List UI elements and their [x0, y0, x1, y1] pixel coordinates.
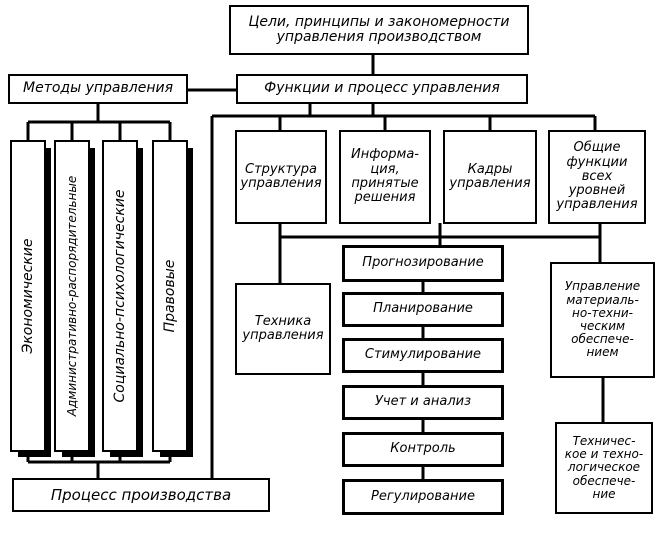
tech-line-3: логическое: [567, 460, 641, 475]
method-economic: Экономические: [10, 140, 51, 457]
goals-box: Цели, принципы и закономерности управлен…: [229, 5, 529, 55]
step-regulation: Регулирование: [342, 479, 504, 515]
step-accounting: Учет и анализ: [342, 385, 504, 420]
tech-line-1: Техничес-: [572, 434, 636, 449]
method-legal-label: Правовые: [162, 259, 178, 333]
method-administrative: Административно-распорядительные: [54, 140, 95, 457]
general-line-2: функции: [566, 154, 628, 170]
personnel-line-2: управления: [449, 176, 531, 191]
step-stimulation-label: Стимулирование: [364, 347, 482, 363]
structure-box: Структура управления: [235, 130, 327, 224]
info-box: Информа- ция, принятые решения: [339, 130, 431, 224]
material-line-4: ческим: [579, 319, 626, 333]
production-box: Процесс производства: [12, 478, 270, 512]
structure-line-1: Структура: [245, 161, 317, 177]
method-economic-label: Экономические: [20, 238, 36, 354]
method-social: Социально-психологические: [102, 140, 143, 457]
general-line-3: всех: [581, 168, 613, 184]
general-line-5: управления: [556, 197, 638, 213]
method-social-label: Социально-психологические: [112, 189, 128, 403]
goals-line-2: управления производством: [276, 29, 482, 45]
step-control-label: Контроль: [390, 441, 456, 457]
step-forecasting: Прогнозирование: [342, 245, 504, 282]
functions-label: Функции и процесс управления: [264, 80, 500, 97]
structure-line-2: управления: [240, 176, 322, 191]
step-regulation-label: Регулирование: [371, 488, 475, 504]
tech-line-2: кое и техно-: [564, 447, 644, 462]
general-line-4: уровней: [568, 183, 626, 199]
technique-box: Техника управления: [235, 283, 331, 375]
technique-line-2: управления: [242, 328, 324, 343]
material-line-2: материаль-: [566, 292, 639, 307]
general-line-1: Общие: [573, 140, 621, 156]
general-functions-box: Общие функции всех уровней управления: [548, 130, 646, 224]
methods-box: Методы управления: [8, 74, 188, 104]
method-administrative-label: Административно-распорядительные: [65, 175, 79, 417]
methods-label: Методы управления: [23, 80, 173, 97]
material-line-3: но-техни-: [572, 305, 633, 320]
info-line-3: принятые: [351, 176, 419, 191]
functions-box: Функции и процесс управления: [236, 74, 528, 104]
step-forecasting-label: Прогнозирование: [362, 255, 484, 271]
step-planning-label: Планирование: [373, 301, 473, 317]
method-legal: Правовые: [152, 140, 193, 457]
step-accounting-label: Учет и анализ: [375, 394, 471, 410]
info-line-2: ция,: [370, 161, 400, 177]
goals-line-1: Цели, принципы и закономерности: [248, 13, 510, 30]
personnel-line-1: Кадры: [467, 161, 513, 177]
step-planning: Планирование: [342, 292, 504, 327]
tech-support-box: Техничес- кое и техно- логическое обеспе…: [555, 422, 653, 514]
production-label: Процесс производства: [50, 485, 232, 504]
tech-line-4: обеспече-: [572, 473, 636, 488]
personnel-box: Кадры управления: [443, 130, 537, 224]
info-line-1: Информа-: [350, 147, 419, 163]
material-line-6: нием: [586, 345, 619, 360]
material-line-1: Управление: [564, 279, 641, 294]
material-support-box: Управление материаль- но-техни- ческим о…: [550, 262, 655, 378]
step-control: Контроль: [342, 432, 504, 467]
technique-line-1: Техника: [254, 313, 312, 329]
step-stimulation: Стимулирование: [342, 338, 504, 373]
material-line-5: обеспече-: [571, 332, 634, 347]
info-line-4: решения: [354, 190, 416, 206]
tech-line-5: ние: [592, 486, 616, 501]
